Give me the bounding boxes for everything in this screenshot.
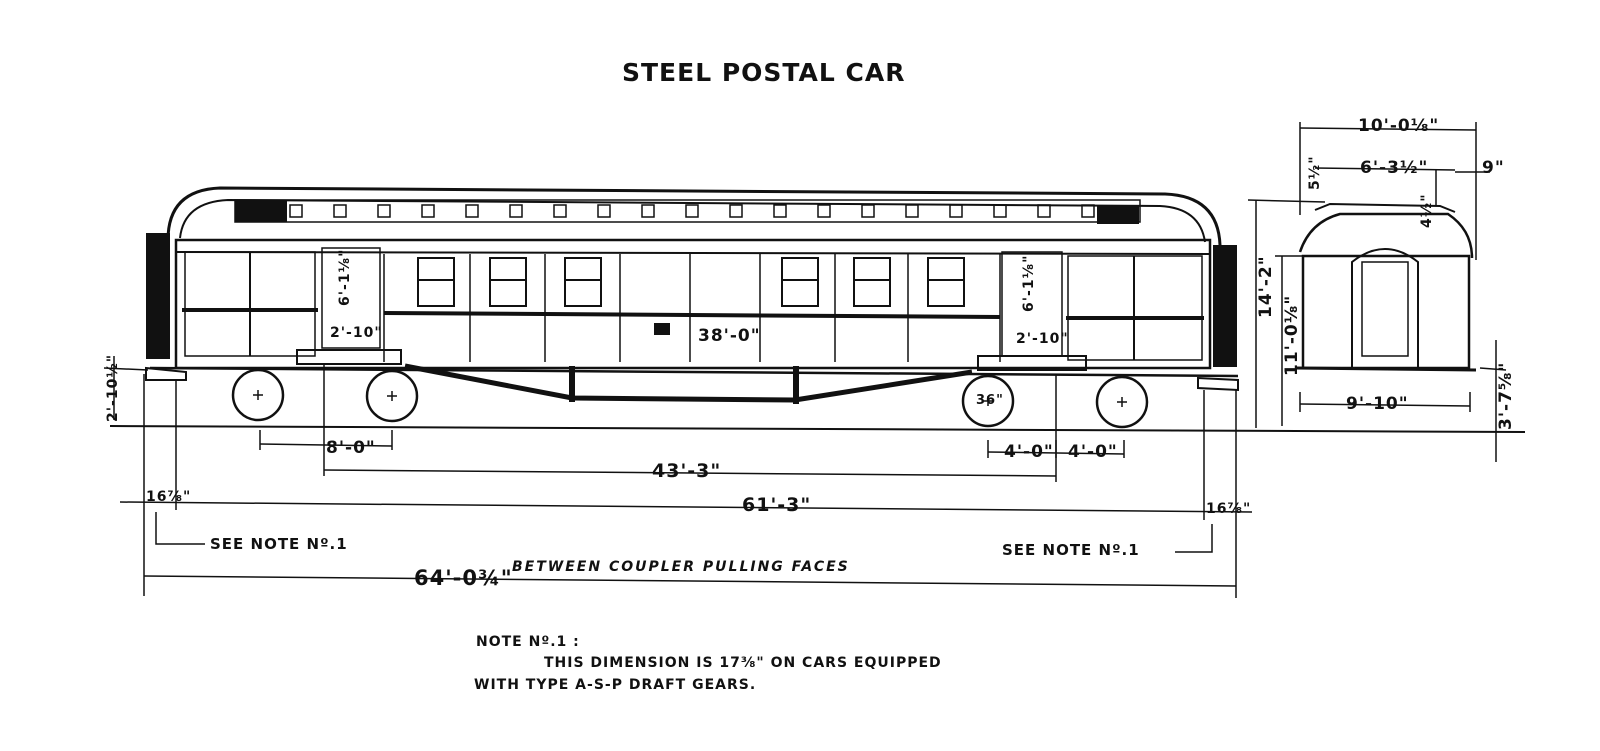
end-door — [1361, 261, 1409, 357]
side-window — [927, 257, 965, 307]
wheel-dia-label: 36" — [976, 393, 1004, 408]
roof-width-label: 10'-0⅛" — [1358, 116, 1440, 136]
note-line-2: WITH TYPE A-S-P DRAFT GEARS. — [474, 677, 757, 693]
clerestory-vent — [377, 204, 391, 218]
mail-slot — [654, 323, 670, 335]
right-truck-b-label: 4'-0" — [1068, 442, 1118, 462]
clerestory-vent — [773, 204, 787, 218]
clerestory-vent — [993, 204, 1007, 218]
truck-centers-label: 43'-3" — [652, 460, 722, 482]
roof-outline — [166, 186, 1222, 246]
half-4-label: 4½" — [1419, 193, 1435, 228]
drawing-title: STEEL POSTAL CAR — [622, 58, 906, 87]
end-vestibule-right — [1213, 245, 1237, 367]
clerestory-dark-right — [1097, 206, 1139, 224]
clerestory-vent — [509, 204, 523, 218]
left-step-box — [296, 349, 402, 365]
half-5-label: 5½" — [1307, 155, 1323, 190]
coupler-right — [1197, 376, 1239, 392]
left-truck-wheelbase-label: 8'-0" — [326, 438, 376, 458]
wheel — [1095, 375, 1149, 429]
over-end-sills-label: 61'-3" — [742, 494, 812, 516]
see-note-left: SEE NOTE Nº.1 — [210, 535, 348, 553]
door-right-width-label: 2'-10" — [1016, 331, 1069, 347]
coupler-caption: BETWEEN COUPLER PULLING FACES — [512, 559, 850, 575]
car-body — [174, 238, 1212, 370]
clerestory-vent — [553, 204, 567, 218]
side-window — [853, 257, 891, 307]
roof-inner-line — [179, 198, 1206, 243]
note-heading: NOTE Nº.1 : — [476, 634, 580, 650]
wheel — [961, 374, 1015, 428]
clerestory-vent — [597, 204, 611, 218]
truss-rod — [404, 363, 973, 403]
end-base — [1295, 366, 1477, 372]
wheel — [365, 369, 419, 423]
left-door — [321, 247, 381, 349]
clerestory-vent — [641, 204, 655, 218]
clerestory-vent — [421, 204, 435, 218]
clerestory-vent — [949, 204, 963, 218]
side-elevation — [145, 186, 1239, 429]
rail-step-label: 3'-7⅝" — [1496, 361, 1516, 430]
clerestory-vent — [861, 204, 875, 218]
clerestory-vent — [1037, 204, 1051, 218]
clerestory-vent — [289, 204, 303, 218]
clerestory-vent — [905, 204, 919, 218]
end-roof — [1298, 212, 1474, 259]
note-line-1: THIS DIMENSION IS 17⅜" ON CARS EQUIPPED — [544, 655, 942, 671]
roof-inner-label: 6'-3½" — [1360, 158, 1429, 178]
coupler-height-label: 2'-10½" — [105, 353, 121, 422]
belt-rail-top — [175, 251, 1211, 255]
door-left-height-label: 6'-1⅛" — [337, 248, 353, 306]
clerestory-vent — [685, 204, 699, 218]
clerestory-vent — [817, 204, 831, 218]
base-width-label: 9'-10" — [1346, 394, 1409, 414]
right-end-label: 16⅞" — [1206, 501, 1252, 517]
side-window — [564, 257, 602, 307]
side-window — [417, 257, 455, 307]
clerestory-vent — [333, 204, 347, 218]
coupler-left — [145, 366, 187, 381]
door-right-height-label: 6'-1⅛" — [1021, 254, 1037, 312]
end-door-arch — [1351, 248, 1419, 368]
clerestory-vent — [465, 204, 479, 218]
end-body — [1301, 254, 1471, 370]
right-truck-a-label: 4'-0" — [1004, 442, 1054, 462]
center-length-label: 38'-0" — [698, 326, 761, 346]
coupler-length-label: 64'-0¾" — [414, 566, 513, 590]
side-window — [489, 257, 527, 307]
right-step-box — [977, 355, 1087, 371]
end-vestibule-left — [146, 233, 170, 359]
clerestory-vent — [729, 204, 743, 218]
see-note-right: SEE NOTE Nº.1 — [1002, 541, 1140, 559]
height-total-label: 14'-2" — [1256, 255, 1276, 318]
door-left-width-label: 2'-10" — [330, 325, 383, 341]
dimension-lines — [103, 122, 1507, 598]
center-rail — [383, 311, 1001, 319]
height-body-label: 11'-0⅛" — [1282, 294, 1302, 376]
left-end-label: 16⅞" — [146, 489, 192, 505]
end-elevation — [1295, 202, 1477, 372]
clerestory-vent — [1081, 204, 1095, 218]
clerestory-dark-left — [235, 200, 287, 222]
eave-offset-label: 9" — [1482, 158, 1505, 178]
end-roof-cap — [1314, 202, 1456, 213]
wheel — [231, 368, 285, 422]
side-window — [781, 257, 819, 307]
rail-line — [109, 425, 1526, 433]
